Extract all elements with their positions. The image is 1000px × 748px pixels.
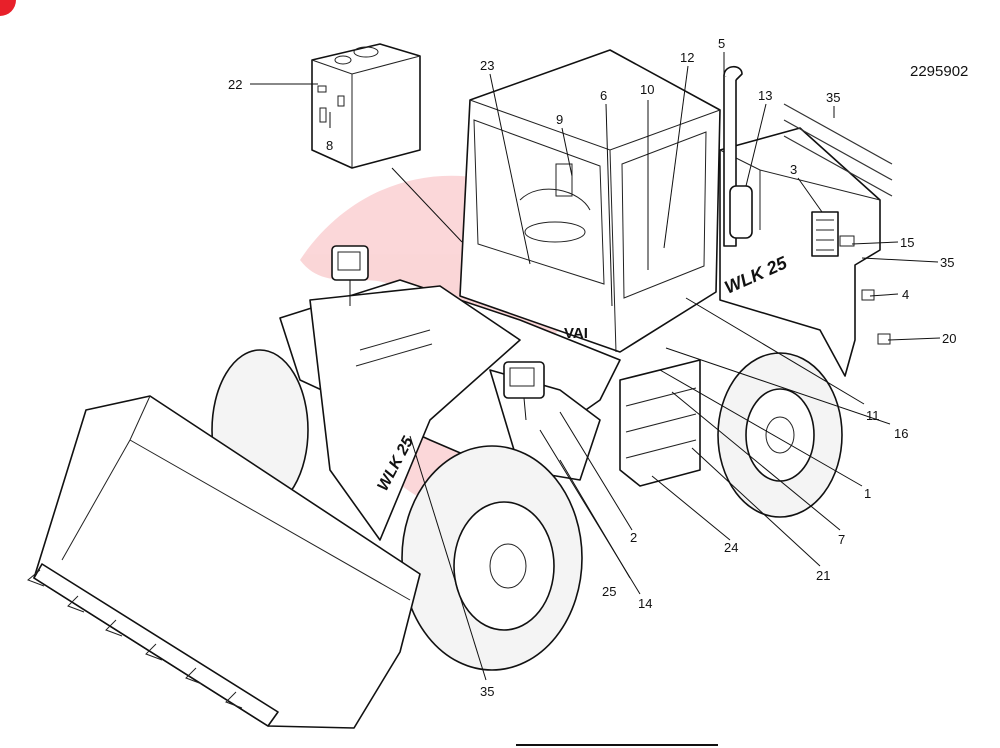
document-number: 2295902 bbox=[910, 63, 968, 80]
callout-labels: 22 8 23 9 6 10 12 5 13 35 3 15 35 4 20 1… bbox=[228, 36, 956, 699]
leader-lines bbox=[250, 52, 941, 681]
callout-8: 8 bbox=[326, 138, 333, 153]
engine-hood bbox=[719, 65, 891, 377]
callout-5: 5 bbox=[718, 36, 725, 51]
callout-1: 1 bbox=[864, 486, 871, 501]
corner-mark bbox=[0, 0, 16, 16]
front-right-wheel bbox=[401, 445, 583, 671]
stripe-decal bbox=[783, 103, 893, 197]
callout-23: 23 bbox=[480, 58, 494, 73]
callout-2: 2 bbox=[630, 530, 637, 545]
callout-13: 13 bbox=[758, 88, 772, 103]
operator-cab bbox=[459, 49, 721, 353]
brand-badge: VAI bbox=[564, 325, 588, 342]
callout-35-top: 35 bbox=[826, 90, 840, 105]
callout-4: 4 bbox=[902, 287, 909, 302]
callout-11: 11 bbox=[866, 408, 880, 423]
callout-20: 20 bbox=[942, 331, 956, 346]
callout-10: 10 bbox=[640, 82, 654, 97]
callout-25: 25 bbox=[602, 584, 616, 599]
rear-wheel bbox=[717, 352, 843, 518]
work-light-right bbox=[503, 361, 545, 421]
callout-24: 24 bbox=[724, 540, 738, 555]
callout-35-bottom: 35 bbox=[480, 684, 494, 699]
callout-35-right: 35 bbox=[940, 255, 954, 270]
bucket bbox=[27, 395, 421, 729]
callout-7: 7 bbox=[838, 532, 845, 547]
access-steps bbox=[619, 359, 701, 487]
callout-21: 21 bbox=[816, 568, 830, 583]
callout-3: 3 bbox=[790, 162, 797, 177]
callout-9: 9 bbox=[556, 112, 563, 127]
callout-14: 14 bbox=[638, 596, 652, 611]
callout-12: 12 bbox=[680, 50, 694, 65]
work-light-left bbox=[331, 245, 369, 306]
callout-16: 16 bbox=[894, 426, 908, 441]
fuel-tank-illustration bbox=[311, 43, 421, 169]
callout-22: 22 bbox=[228, 77, 242, 92]
callout-15: 15 bbox=[900, 235, 914, 250]
callout-6: 6 bbox=[600, 88, 607, 103]
